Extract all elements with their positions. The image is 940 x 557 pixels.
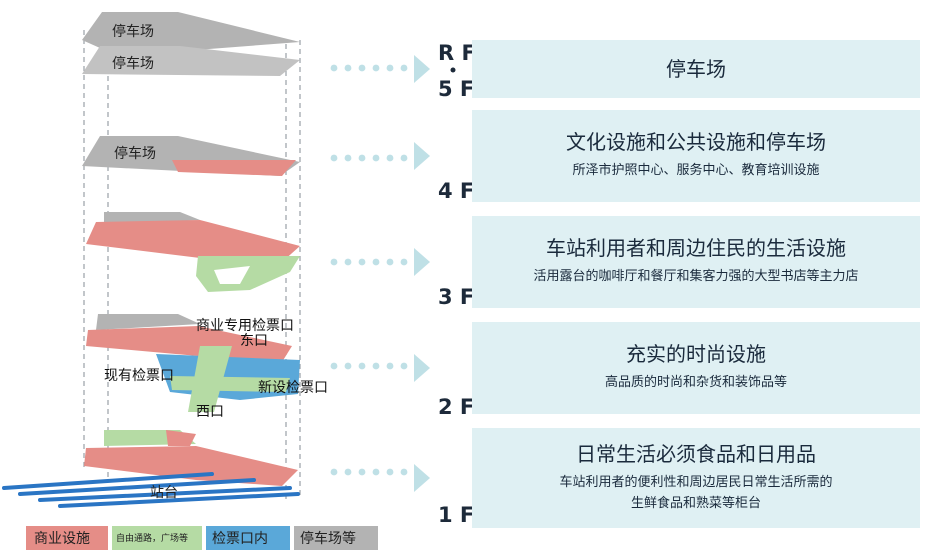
floor-label-rf: R F (438, 41, 476, 65)
annot-existing-gate: 现有检票口 (104, 368, 174, 384)
plate-rf-top-label: 停车场 (112, 23, 154, 40)
plate-2f (86, 314, 300, 412)
panel-1f: 日常生活必须食品和日用品 车站利用者的便利性和周边居民日常生活所需的 生鲜食品和… (414, 428, 920, 528)
panel-4f: 文化设施和公共设施和停车场 所泽市护照中心、服务中心、教育培训设施 (414, 110, 920, 202)
plate-rf-second-label: 停车场 (112, 55, 154, 72)
annot-east-exit: 东口 (240, 333, 268, 349)
panel-1f-desc-line-2: 生鲜食品和熟菜等柜台 (630, 495, 761, 511)
connector-1f (330, 468, 408, 476)
legend-free-passage: 自由通路，广场等 (116, 532, 188, 544)
panel-1f-desc-line-1: 车站利用者的便利性和周边居民日常生活所需的 (559, 474, 833, 490)
floor-label-3f: 3 F (438, 285, 474, 309)
annot-new-gate: 新设检票口 (258, 380, 328, 396)
legend-ticket-gate: 检票口内 (212, 531, 268, 547)
legend-swatch-free-passage (112, 526, 202, 550)
floor-label-2f: 2 F (438, 395, 474, 419)
panel-3f-title: 车站利用者和周边住民的生活设施 (546, 236, 846, 261)
floor-label-4f: 4 F (438, 179, 474, 203)
floor-label-1f: 1 F (438, 503, 474, 527)
panel-4f-title: 文化设施和公共设施和停车场 (566, 130, 826, 155)
legend-swatch-commercial (26, 526, 108, 550)
panel-3f-desc: 活用露台的咖啡厅和餐厅和集客力强的大型书店等主力店 (533, 269, 859, 285)
connector-4f (330, 154, 408, 162)
connector-3f (330, 258, 408, 266)
legend-parking: 停车场等 (300, 530, 356, 547)
panel-2f-title: 充实的时尚设施 (626, 342, 766, 367)
legend-swatch-ticket-gate (206, 526, 290, 550)
plate-4f-label: 停车场 (114, 145, 156, 162)
panel-1f-desc: 车站利用者的便利性和周边居民日常生活所需的 生鲜食品和熟菜等柜台 (559, 473, 832, 515)
legend-swatch-parking (294, 526, 378, 550)
panel-3f: 车站利用者和周边住民的生活设施 活用露台的咖啡厅和餐厅和集客力强的大型书店等主力… (414, 216, 920, 308)
plate-3f (86, 212, 300, 292)
legend-commercial: 商业设施 (34, 531, 90, 547)
annot-commercial-gate: 商业专用检票口 (196, 318, 294, 334)
dotted-connectors (330, 64, 408, 476)
platform-label: 站台 (150, 485, 178, 501)
annot-west-exit: 西口 (196, 404, 224, 420)
legend: 商业设施 自由通路，广场等 检票口内 停车场等 (26, 526, 378, 550)
connector-2f (330, 362, 408, 370)
plate-1f (84, 430, 298, 486)
panel-4f-desc: 所泽市护照中心、服务中心、教育培训设施 (572, 163, 820, 179)
platform-rails (2, 472, 300, 508)
panel-rf-title: 停车场 (666, 56, 726, 81)
panel-2f-desc: 高品质的时尚和杂货和装饰品等 (604, 375, 787, 391)
connector-rf (330, 64, 408, 72)
panel-rf: 停车场 (414, 40, 920, 98)
panel-2f: 充实的时尚设施 高品质的时尚和杂货和装饰品等 (414, 322, 920, 414)
floor-label-5f: 5 F (438, 77, 474, 101)
floor-separator-dot (450, 67, 456, 73)
plate-rf: 停车场 停车场 (82, 12, 300, 76)
plate-4f: 停车场 (82, 136, 300, 176)
panel-1f-title: 日常生活必须食品和日用品 (576, 441, 816, 466)
